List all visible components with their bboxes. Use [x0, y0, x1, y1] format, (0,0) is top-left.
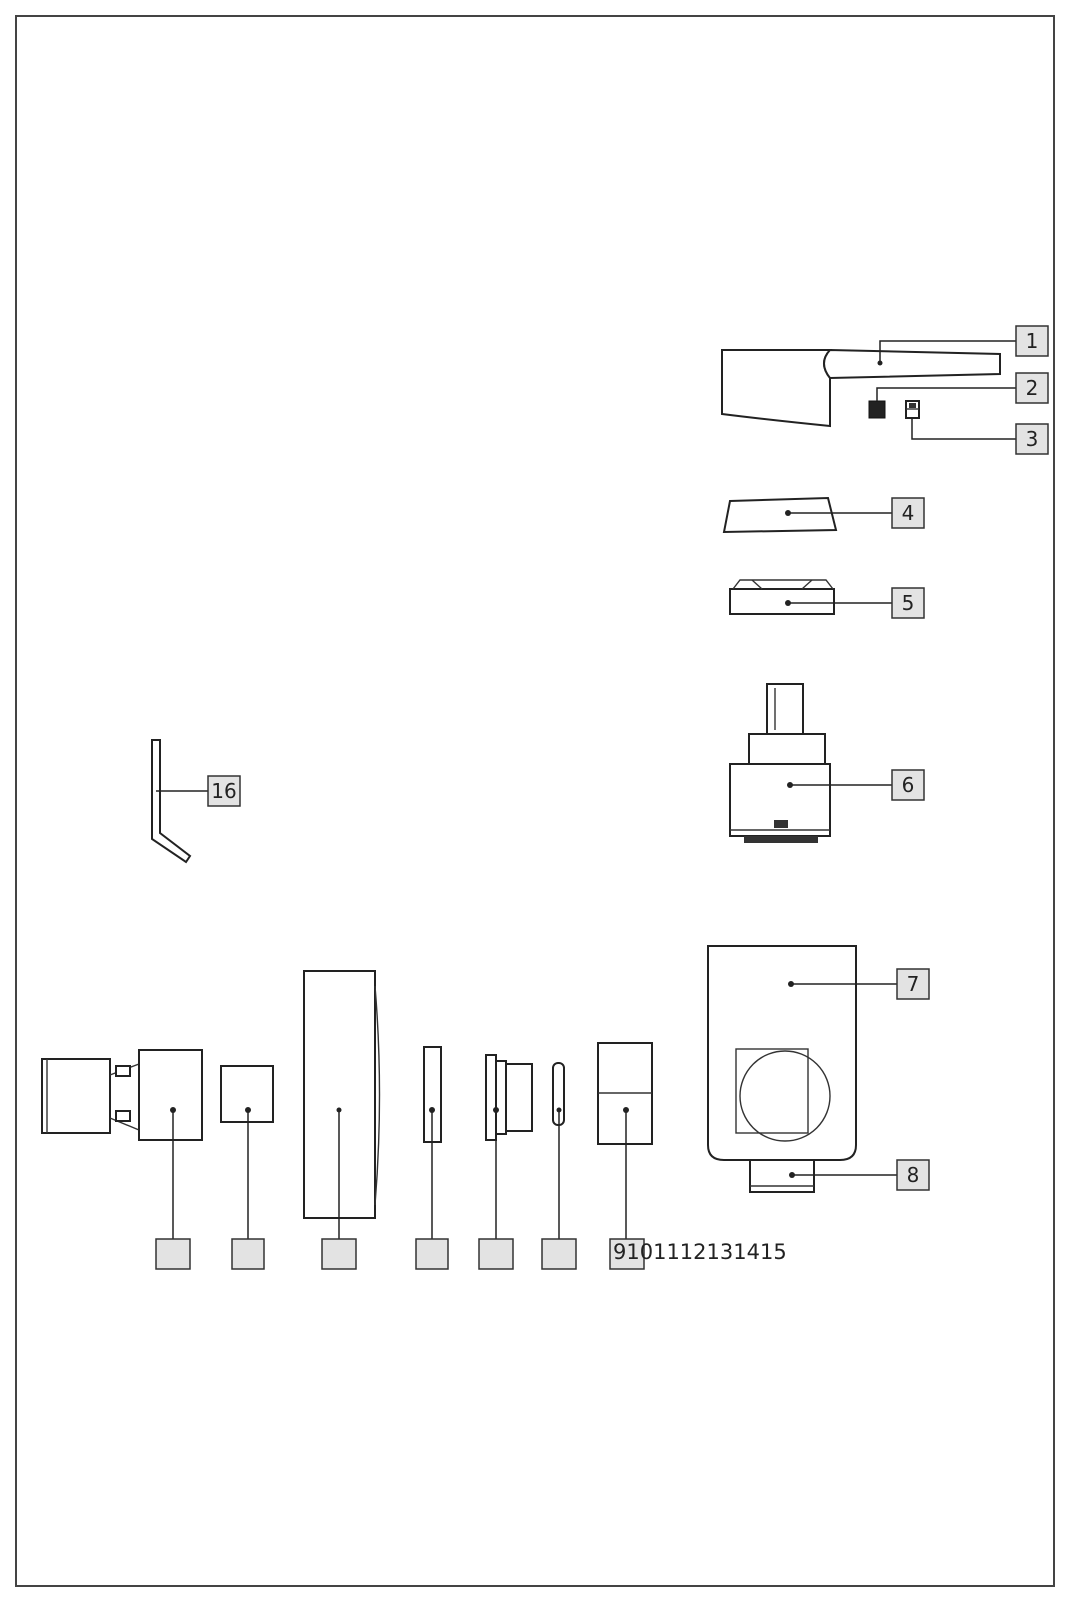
callout-6-box — [891, 769, 925, 801]
part-4-cover — [722, 496, 838, 534]
callout-box-bottom-4 — [415, 1238, 449, 1270]
callout-4-box — [891, 497, 925, 529]
callout-1-group: 1 — [877, 325, 1049, 366]
bottom-row-number-label: 9101112131415 — [613, 1240, 787, 1264]
bottom-callouts: 9101112131415 — [155, 1107, 787, 1270]
callout-5-box — [891, 587, 925, 619]
callout-box-bottom-3 — [321, 1238, 357, 1270]
callout-box-bottom-5 — [478, 1238, 514, 1270]
callout-2-group: 2 — [876, 372, 1049, 404]
callout-7-box — [896, 968, 930, 1000]
part-6-cartridge — [729, 683, 831, 843]
callout-1-label: 1 — [1026, 329, 1039, 353]
part-adapter — [485, 1054, 533, 1141]
callout-box-bottom-7 — [609, 1238, 645, 1270]
part-valve-body — [41, 1049, 203, 1141]
part-housing — [597, 1042, 653, 1145]
callout-8-group: 8 — [789, 1159, 930, 1191]
part-1-handle — [721, 348, 1001, 428]
callout-1-box — [1015, 325, 1049, 357]
drawing-frame — [15, 15, 1055, 1587]
callout-5-group: 5 — [785, 587, 925, 619]
callout-16-label: 16 — [211, 779, 236, 803]
callout-8-box — [896, 1159, 930, 1191]
callout-3-label: 3 — [1026, 427, 1039, 451]
part-16-hex-key — [151, 739, 192, 864]
part-block — [220, 1065, 274, 1123]
part-5-retainer — [729, 579, 835, 615]
callout-7-group: 7 — [788, 968, 930, 1000]
callout-6-label: 6 — [902, 773, 915, 797]
callout-7-label: 7 — [907, 972, 920, 996]
callout-box-bottom-6 — [541, 1238, 577, 1270]
part-7-escutcheon — [707, 945, 857, 1161]
callout-2-box — [1015, 372, 1049, 404]
part-2-set-screw — [868, 400, 886, 419]
part-wall-plate — [303, 970, 381, 1219]
callout-2-label: 2 — [1026, 376, 1039, 400]
callout-3-group: 3 — [911, 418, 1049, 455]
part-8-sleeve — [749, 1159, 815, 1193]
callout-5-label: 5 — [902, 591, 915, 615]
callout-8-label: 8 — [907, 1163, 920, 1187]
callout-box-bottom-1 — [155, 1238, 191, 1270]
part-3-cap — [905, 400, 920, 419]
callout-16-group: 16 — [156, 775, 241, 807]
callout-4-label: 4 — [902, 501, 915, 525]
callout-box-bottom-2 — [231, 1238, 265, 1270]
callout-16-box — [207, 775, 241, 807]
callout-6-group: 6 — [787, 769, 925, 801]
callout-3-box — [1015, 423, 1049, 455]
callout-4-group: 4 — [785, 497, 925, 529]
